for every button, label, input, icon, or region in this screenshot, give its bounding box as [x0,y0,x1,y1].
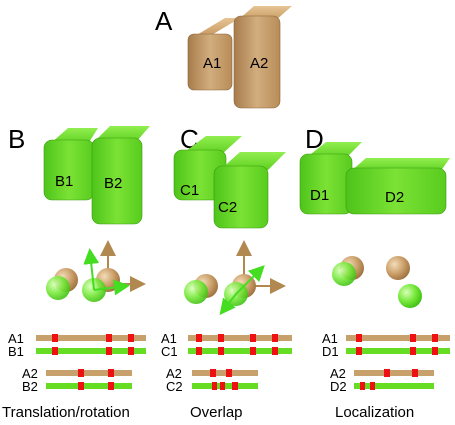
model-sphere [332,262,356,286]
green-axis-diag-arrow [235,265,265,295]
seq-label: D1 [322,344,339,359]
marker [412,369,418,377]
marker [106,347,112,355]
marker [218,347,224,355]
seq-label: B1 [8,344,24,359]
seq-label: A2 [166,366,182,381]
marker [78,369,84,377]
caption-b: Translation/rotation [2,404,130,421]
marker [106,334,112,342]
tan-sequence-bar [192,370,258,376]
orientation-glyph-b [46,240,146,302]
tan-sequence-bar [36,335,146,341]
panel-letter-b: B [8,124,25,154]
marker [196,334,202,342]
model-sphere [46,276,70,300]
panel-b: B B1 B2 A1 B1 [2,124,150,421]
block-a2: A2 [233,6,292,109]
panel-letter-d: D [305,124,324,154]
model-sphere [184,280,208,304]
block-c1: C1 [173,136,242,201]
block-label-b1: B1 [55,173,73,190]
caption-c: Overlap [190,404,243,421]
marker [250,347,256,355]
marker [108,369,114,377]
sequence-alignment-d: A1 D1 A2 D2 [322,331,450,394]
orientation-glyph-c [184,240,286,316]
marker [410,347,416,355]
block-a1: A1 [187,18,240,91]
seq-label: A2 [330,366,346,381]
reference-sphere [386,256,410,280]
marker [52,334,58,342]
green-axis-down-arrow [219,293,237,316]
block-label-c1: C1 [180,182,199,199]
block-label-d1: D1 [310,187,329,204]
block-label-c2: C2 [218,199,237,216]
tan-sequence-bar [354,370,434,376]
marker [210,369,216,377]
block-label-a1: A1 [203,55,221,72]
block-c2: C2 [213,152,286,229]
seq-label: A1 [8,331,24,346]
caption-d: Localization [335,404,414,421]
panel-d: D D1 D2 A1 D1 A2 [299,124,450,421]
block-d1: D1 [299,142,362,215]
marker [356,334,362,342]
block-b2: B2 [91,126,150,225]
marker [250,334,256,342]
seq-label: D2 [330,379,347,394]
green-sequence-bar [188,348,292,354]
seq-label: A1 [161,331,177,346]
marker [272,334,278,342]
green-sequence-bar [354,383,434,389]
seq-label: A2 [22,366,38,381]
marker [78,382,84,390]
block-label-b2: B2 [104,175,122,192]
marker [220,382,225,390]
marker [128,334,134,342]
panel-c: C C1 C2 A1 C1 [161,124,292,421]
seq-label: C2 [166,379,183,394]
marker [108,382,114,390]
green-axis-up-arrow [83,248,100,291]
marker [52,347,58,355]
marker [432,347,438,355]
green-sequence-bar [346,348,450,354]
marker [218,334,224,342]
marker [360,382,365,390]
block-label-d2: D2 [385,189,404,206]
tan-sequence-bar [346,335,450,341]
marker [226,369,232,377]
marker [232,382,238,390]
tan-sequence-bar [46,370,132,376]
tan-sequence-bar [188,335,292,341]
sequence-alignment-c: A1 C1 A2 C2 [161,331,292,394]
model-sphere [398,284,422,308]
green-axis-right-arrow [93,279,130,296]
marker [128,347,134,355]
block-b1: B1 [43,128,98,201]
sequence-alignment-b: A1 B1 A2 B2 [8,331,146,394]
marker [272,347,278,355]
marker [212,382,217,390]
orientation-glyph-d [332,256,422,308]
green-sequence-bar [46,383,132,389]
seq-label: A1 [322,331,338,346]
marker [432,334,438,342]
marker [410,334,416,342]
marker [356,347,362,355]
seq-label: C1 [161,344,178,359]
panel-a: A A1 A2 [155,6,292,109]
block-label-a2: A2 [250,55,268,72]
seq-label: B2 [22,379,38,394]
green-sequence-bar [36,348,146,354]
panel-letter-a: A [155,6,173,36]
marker [370,382,375,390]
marker [384,369,390,377]
marker [196,347,202,355]
block-d2: D2 [345,158,450,215]
